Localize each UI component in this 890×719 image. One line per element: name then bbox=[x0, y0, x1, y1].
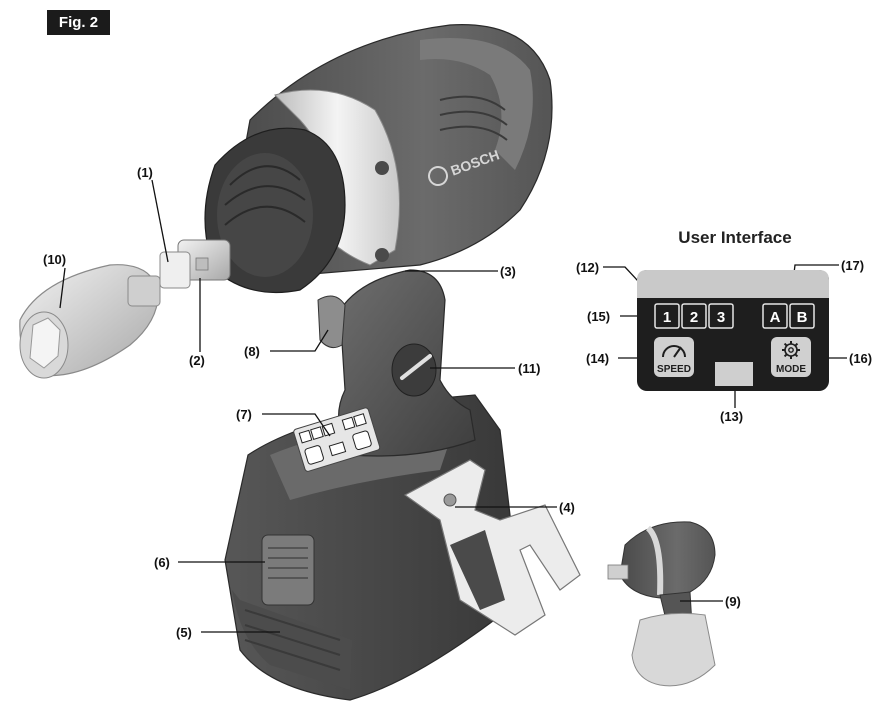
leader-lines bbox=[59, 179, 847, 633]
small-tool-view bbox=[607, 521, 716, 687]
speed-3-label: 3 bbox=[717, 309, 725, 326]
callout-8: (8) bbox=[244, 344, 260, 359]
memory-button-b[interactable]: B bbox=[789, 303, 815, 329]
leader-1 bbox=[151, 179, 169, 263]
callout-13: (13) bbox=[720, 409, 744, 424]
leader-12 bbox=[603, 266, 639, 282]
handle-grip bbox=[337, 269, 476, 457]
leader-8 bbox=[270, 329, 329, 352]
leader-7 bbox=[262, 413, 331, 437]
speed-2-label: 2 bbox=[690, 309, 698, 326]
callout-11: (11) bbox=[518, 361, 541, 376]
battery-pack bbox=[224, 394, 521, 701]
mode-button[interactable]: MODE bbox=[771, 337, 811, 377]
memory-b-label: B bbox=[797, 309, 808, 326]
callout-3: (3) bbox=[500, 264, 516, 279]
memory-button-a[interactable]: A bbox=[762, 303, 788, 329]
gauge-needle-icon bbox=[673, 346, 682, 358]
indicator-display bbox=[715, 362, 753, 386]
speed-1-label: 1 bbox=[663, 309, 671, 326]
callout-5: (5) bbox=[176, 625, 192, 640]
speed-button-3[interactable]: 3 bbox=[708, 303, 734, 329]
callout-15: (15) bbox=[587, 309, 611, 324]
screw bbox=[375, 248, 389, 262]
speed-button-1[interactable]: 1 bbox=[654, 303, 680, 329]
callout-10: (10) bbox=[43, 252, 67, 267]
callout-4: (4) bbox=[559, 500, 575, 515]
callout-12: (12) bbox=[576, 260, 600, 275]
memory-a-label: A bbox=[770, 309, 781, 326]
speed-label: SPEED bbox=[657, 364, 691, 375]
status-bar bbox=[637, 270, 829, 298]
mini-ui-label bbox=[293, 407, 381, 472]
belt-clip bbox=[403, 459, 581, 636]
callout-16: (16) bbox=[849, 351, 873, 366]
leader-10 bbox=[59, 267, 66, 309]
callout-6: (6) bbox=[154, 555, 170, 570]
callout-7: (7) bbox=[236, 407, 252, 422]
screw bbox=[375, 161, 389, 175]
gear-icon bbox=[782, 341, 800, 359]
gauge-icon bbox=[662, 345, 686, 358]
callout-2: (2) bbox=[189, 353, 205, 368]
callout-9: (9) bbox=[725, 594, 741, 609]
speed-button-2[interactable]: 2 bbox=[681, 303, 707, 329]
callout-17: (17) bbox=[841, 258, 865, 273]
front-nose bbox=[204, 127, 346, 294]
speed-button[interactable]: SPEED bbox=[654, 337, 694, 377]
mode-label: MODE bbox=[776, 364, 806, 375]
user-interface-title: User Interface bbox=[678, 228, 792, 247]
figure-label: Fig. 2 bbox=[47, 10, 110, 35]
callout-1: (1) bbox=[137, 165, 153, 180]
impact-socket bbox=[19, 264, 161, 379]
tool-holder bbox=[159, 239, 231, 289]
callout-14: (14) bbox=[586, 351, 610, 366]
